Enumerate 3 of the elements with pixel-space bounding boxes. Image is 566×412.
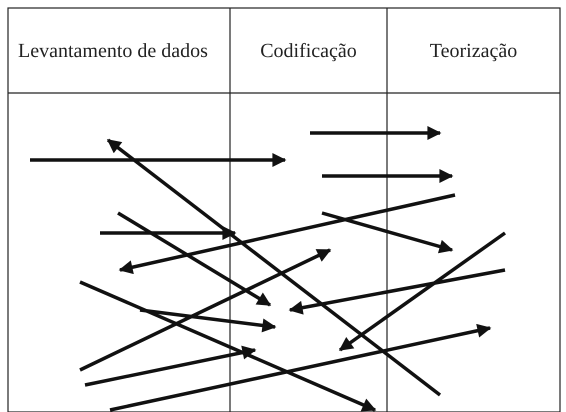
column-header: Levantamento de dados xyxy=(18,40,208,62)
column-header: Teorização xyxy=(430,40,518,62)
column-header: Codificação xyxy=(260,40,357,62)
